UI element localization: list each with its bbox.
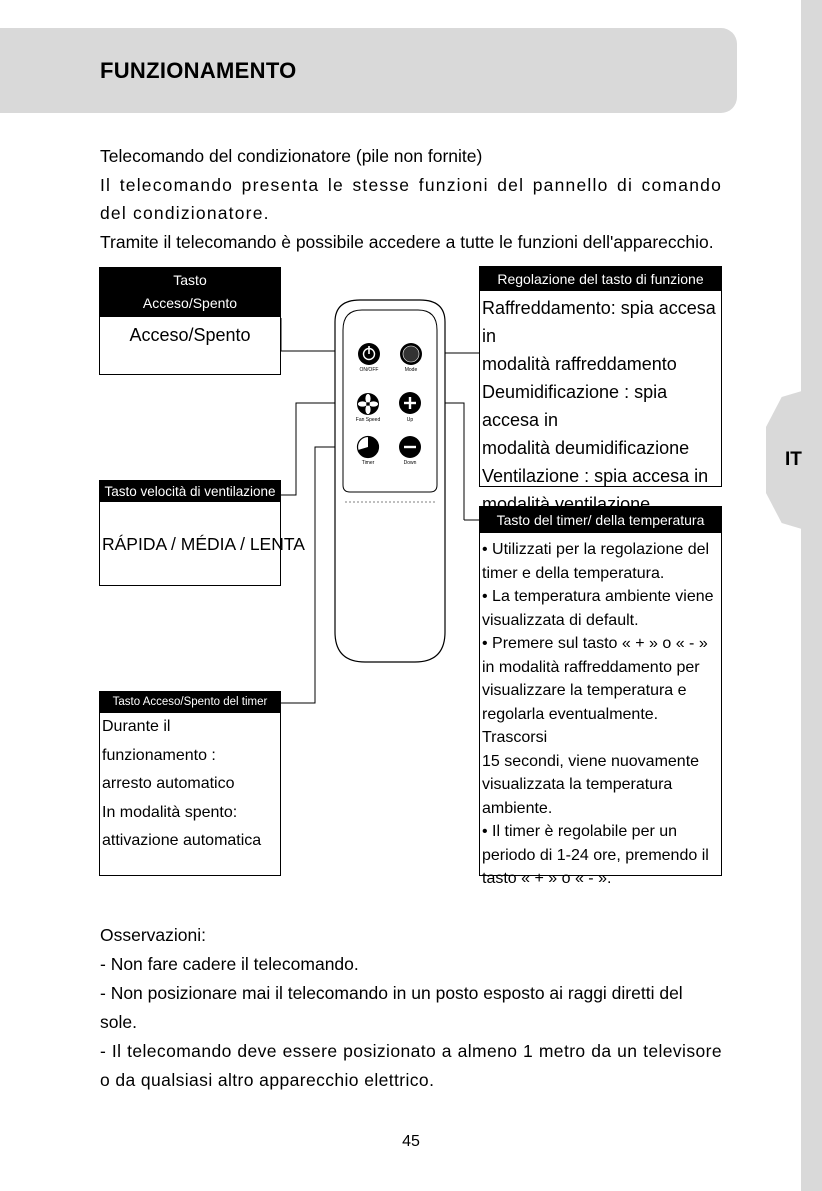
box-on-off-title: Tasto Acceso/Spento bbox=[100, 268, 280, 317]
connector-on-off bbox=[280, 318, 358, 352]
function-line: Deumidificazione : spia accesa in bbox=[482, 382, 668, 430]
note-item: - Non posizionare mai il telecomando in … bbox=[100, 983, 683, 1032]
language-tab bbox=[766, 385, 822, 535]
box-timer-on-off-title: Tasto Acceso/Spento del timer bbox=[100, 692, 280, 713]
timer-temp-line: tasto « + » o « - ». bbox=[482, 870, 612, 887]
fan-icon bbox=[357, 393, 379, 415]
function-line: Ventilazione : spia accesa in bbox=[482, 466, 709, 486]
timer-temp-line: 15 secondi, viene nuovamente bbox=[482, 752, 700, 770]
box-timer-on-off: Tasto Acceso/Spento del timer Durante il… bbox=[99, 691, 281, 876]
box-timer-temp: Tasto del timer/ della temperatura • Uti… bbox=[479, 506, 722, 887]
timer-temp-line: • Utilizzati per la regolazione del bbox=[482, 541, 710, 558]
remote-panel bbox=[342, 309, 438, 493]
note-item: - Non fare cadere il telecomando. bbox=[100, 954, 359, 974]
timer-onoff-line: arresto automatico bbox=[102, 775, 235, 792]
intro-text: Telecomando del condizionatore (pile non… bbox=[100, 142, 722, 256]
remote-label-on-off: ON/OFF bbox=[360, 367, 379, 373]
remote-body bbox=[334, 299, 446, 663]
clock-icon bbox=[358, 436, 379, 458]
note-item: - Il telecomando deve essere posizionato… bbox=[100, 1041, 722, 1090]
timer-temp-line: timer e della temperatura. bbox=[482, 564, 665, 582]
timer-temp-line: visualizzare la temperatura e bbox=[482, 682, 687, 699]
timer-temp-line: • Premere sul tasto « + » o « - » bbox=[482, 635, 708, 652]
side-strip bbox=[801, 0, 822, 1191]
remote-label-up: Up bbox=[407, 417, 414, 423]
timer-temp-line: periodo di 1-24 ore, premendo il bbox=[482, 846, 709, 864]
timer-onoff-line: Durante il funzionamento : bbox=[102, 718, 216, 764]
timer-temp-line: • La temperatura ambiente viene bbox=[482, 588, 714, 605]
timer-temp-line: regolarla eventualmente. Trascorsi bbox=[482, 705, 659, 747]
page-number: 45 bbox=[402, 1133, 420, 1150]
remote-label-timer: Timer bbox=[362, 460, 375, 466]
intro-line-1: Telecomando del condizionatore (pile non… bbox=[100, 146, 483, 166]
box-function-body: Raffreddamento: spia accesa in modalità … bbox=[480, 291, 721, 518]
remote-label-fan-speed: Fan Speed bbox=[356, 417, 381, 423]
timer-temp-line: visualizzata di default. bbox=[482, 611, 639, 629]
function-line: modalità raffreddamento bbox=[482, 354, 677, 374]
box-fan-speed: Tasto velocità di ventilazione RÁPIDA / … bbox=[99, 480, 305, 586]
box-on-off-body: Acceso/Spento bbox=[129, 325, 251, 345]
timer-onoff-line: In modalità spento: bbox=[102, 803, 238, 821]
remote-label-mode: Mode bbox=[405, 367, 418, 373]
box-timer-temp-body: • Utilizzati per la regolazione del time… bbox=[480, 533, 721, 891]
timer-temp-line: • Il timer è regolabile per un bbox=[482, 823, 678, 840]
timer-onoff-line: attivazione automatica bbox=[102, 832, 262, 849]
timer-temp-line: in modalità raffreddamento per bbox=[482, 658, 700, 676]
connector-fan-speed bbox=[281, 402, 356, 496]
intro-line-3: Tramite il telecomando è possibile acced… bbox=[100, 231, 714, 252]
timer-temp-line: visualizzata la temperatura bbox=[482, 776, 673, 793]
box-timer-temp-title: Tasto del timer/ della temperatura bbox=[480, 507, 721, 533]
page-title: FUNZIONAMENTO bbox=[100, 58, 297, 83]
notes-section: Osservazioni: - Non fare cadere il telec… bbox=[100, 921, 722, 1095]
header-band bbox=[0, 28, 737, 113]
intro-line-2: Il telecomando presenta le stesse funzio… bbox=[100, 174, 722, 224]
box-fan-speed-title: Tasto velocità di ventilazione bbox=[100, 481, 280, 502]
box-function-title: Regolazione del tasto di funzione bbox=[480, 267, 721, 291]
box-on-off: Tasto Acceso/Spento Acceso/Spento bbox=[99, 267, 281, 375]
box-timer-on-off-body: Durante il funzionamento : arresto autom… bbox=[100, 713, 280, 856]
box-fan-speed-body: RÁPIDA / MÉDIA / LENTA bbox=[102, 534, 305, 554]
timer-temp-line: ambiente. bbox=[482, 799, 553, 817]
remote-label-down: Down bbox=[404, 460, 417, 466]
function-line: Raffreddamento: spia accesa in bbox=[482, 298, 716, 346]
function-line: modalità deumidificazione bbox=[482, 438, 690, 458]
notes-heading: Osservazioni: bbox=[100, 925, 207, 945]
language-label: IT bbox=[785, 449, 802, 470]
box-function: Regolazione del tasto di funzione Raffre… bbox=[479, 266, 722, 514]
